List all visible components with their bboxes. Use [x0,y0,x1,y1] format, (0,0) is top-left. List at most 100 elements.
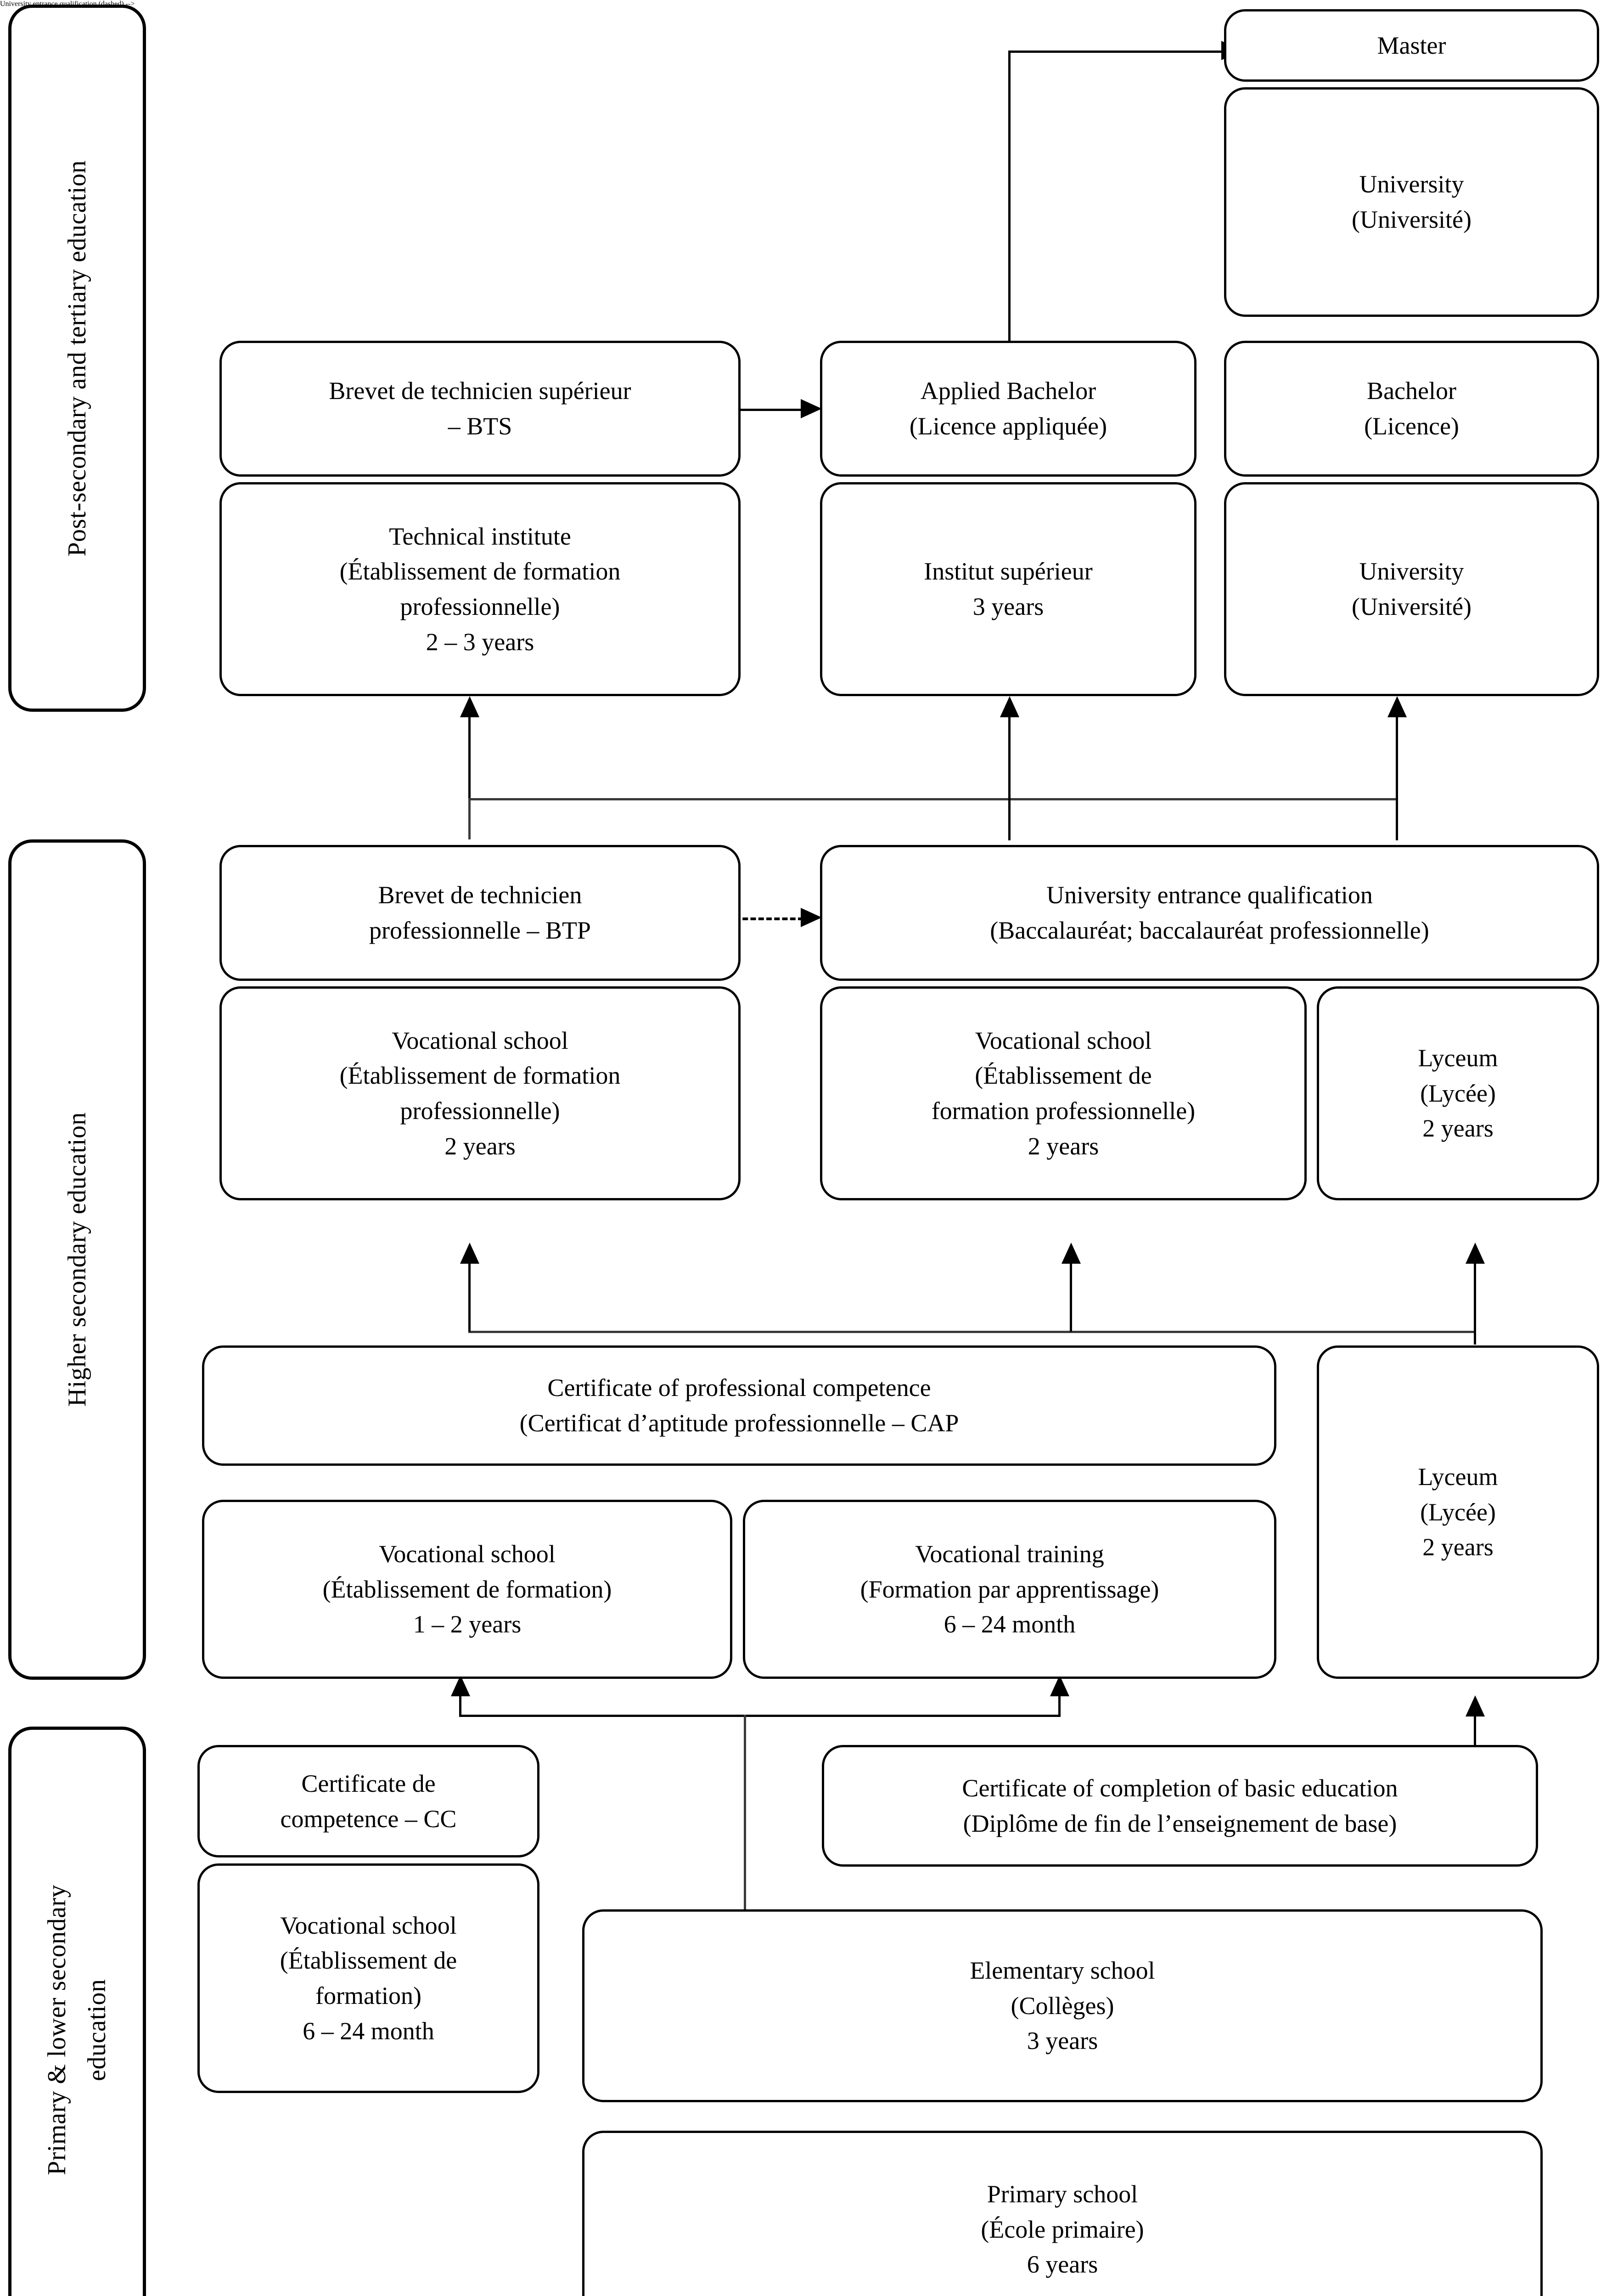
connector-to-lyceum-2y-upper [1474,1263,1476,1332]
node-lyceum-upper-line-1: Lyceum [1418,1044,1498,1072]
node-vocational-school-2y-mid[interactable]: Vocational school (Établissement de form… [820,986,1307,1200]
node-lyceum-upper-line-2: (Lycée) [1420,1079,1496,1107]
node-elementary-line-3: 3 years [1027,2027,1098,2055]
node-primary-line-1: Primary school [987,2180,1138,2208]
stage-label-higher-secondary: Higher secondary education [62,1112,91,1407]
node-voc-training-line-1: Vocational training [915,1540,1104,1568]
node-institut-superieur-line-1: Institut supérieur [924,557,1093,585]
node-institut-superieur[interactable]: Institut supérieur 3 years [820,482,1196,696]
connector-to-voc-school-2y-mid [1070,1263,1072,1332]
node-bts-line-2: – BTS [448,412,512,440]
node-btp-line-2: professionnelle – BTP [369,917,591,944]
node-voc-school-cc-line-3: formation) [315,1982,421,2009]
connector-elementary-to-bus [744,1715,746,1963]
stage-primary-lower-secondary: Primary & lower secondary education [8,1727,146,2296]
arrowhead-bts-to-applied-bachelor [801,399,822,418]
connector-to-voc-training [1058,1694,1061,1716]
node-voc-school-cc-line-2: (Établissement de [280,1947,457,1975]
connector-to-voc-school-1-2y [459,1694,461,1716]
arrowhead-basic-cert-to-lyceum [1466,1695,1485,1716]
node-institut-superieur-line-2: 3 years [972,593,1044,620]
connector-bts-to-applied-bachelor [739,409,803,411]
connector-lyceum-lower-to-upper [1474,1331,1476,1345]
connector-applied-bachelor-up [1008,51,1011,354]
node-master-line-1: Master [1377,31,1446,59]
node-voc-school-2y-mid-line-1: Vocational school [975,1026,1152,1054]
connector-btp-to-entrance-qualification [735,917,803,920]
node-bachelor-line-1: Bachelor [1367,377,1456,405]
arrowhead-voc-school-2y-mid [1062,1243,1081,1264]
node-voc-school-1-2y-line-2: (Établissement de formation) [322,1575,612,1603]
node-technical-institute-line-1: Technical institute [389,522,571,550]
arrowhead-voc-school-2y-left [460,1243,479,1264]
node-voc-school-2y-left-line-3: professionnelle) [400,1097,560,1125]
node-elementary-line-2: (Collèges) [1011,1992,1114,2020]
node-elementary-line-1: Elementary school [970,1956,1155,1984]
node-technical-institute-line-3: professionnelle) [400,593,560,620]
node-bts[interactable]: Brevet de technicien supérieur – BTS [219,341,741,477]
node-cap[interactable]: Certificate of professional competence (… [202,1345,1276,1466]
node-basic-cert-line-2: (Diplôme de fin de l’enseignement de bas… [963,1809,1397,1837]
node-vocational-training[interactable]: Vocational training (Formation par appre… [743,1500,1276,1679]
node-applied-bachelor[interactable]: Applied Bachelor (Licence appliquée) [820,341,1196,477]
connector-bus-basic-to-cap [459,1715,1061,1717]
node-cc-line-1: Certificate de [301,1769,436,1797]
stage-label-primary-lower-secondary: Primary & lower secondary education [43,1884,111,2175]
node-bachelor-line-2: (Licence) [1364,412,1459,440]
arrowhead-institut-superieur [1000,696,1019,717]
node-voc-school-cc-line-4: 6 – 24 month [303,2017,434,2045]
connector-to-technical-institute [468,716,471,799]
node-university-bottom[interactable]: University (Université) [1224,482,1599,696]
node-primary-line-3: 6 years [1027,2251,1098,2279]
node-university-entrance-qualification[interactable]: University entrance qualification (Bacca… [820,845,1599,981]
node-voc-school-cc-line-1: Vocational school [280,1911,457,1939]
node-vocational-school-cc[interactable]: Vocational school (Établissement de form… [197,1863,539,2093]
node-university-top-line-2: (Université) [1352,206,1472,233]
node-uni-entrance-line-2: (Baccalauréat; baccalauréat professionne… [990,917,1429,944]
node-voc-training-line-2: (Formation par apprentissage) [860,1575,1159,1603]
node-applied-bachelor-line-1: Applied Bachelor [920,377,1096,405]
arrowhead-technical-institute [460,696,479,717]
node-lyceum-2y-upper[interactable]: Lyceum (Lycée) 2 years [1317,986,1599,1200]
node-btp-line-1: Brevet de technicien [378,881,582,909]
arrowhead-btp-to-entrance-qualification [801,908,822,927]
node-university-bottom-line-2: (Université) [1352,593,1472,620]
node-bachelor[interactable]: Bachelor (Licence) [1224,341,1599,477]
node-technical-institute-line-4: 2 – 3 years [426,628,534,656]
node-btp[interactable]: Brevet de technicien professionnelle – B… [219,845,741,981]
node-technical-institute[interactable]: Technical institute (Établissement de fo… [219,482,741,696]
connector-to-institut-superieur [1008,716,1011,840]
node-elementary-school[interactable]: Elementary school (Collèges) 3 years [582,1909,1543,2102]
node-vocational-school-1-2y[interactable]: Vocational school (Établissement de form… [202,1500,732,1679]
node-voc-school-1-2y-line-1: Vocational school [379,1540,556,1568]
node-certificate-de-competence[interactable]: Certificate de competence – CC [197,1745,539,1857]
arrowhead-university-bottom [1387,696,1407,717]
connector-to-university-bottom [1396,716,1398,840]
node-voc-school-2y-mid-line-4: 2 years [1028,1132,1099,1160]
node-university-top-line-1: University [1359,170,1464,198]
node-master[interactable]: Master [1224,9,1599,82]
node-lyceum-2y-lower[interactable]: Lyceum (Lycée) 2 years [1317,1345,1599,1679]
node-voc-school-2y-mid-line-2: (Établissement de [975,1062,1152,1090]
node-lyceum-lower-line-3: 2 years [1422,1533,1494,1561]
arrowhead-lyceum-2y-upper [1466,1243,1485,1264]
node-voc-school-2y-left-line-1: Vocational school [392,1026,568,1054]
node-cc-line-2: competence – CC [280,1805,457,1833]
node-vocational-school-2y-left[interactable]: Vocational school (Établissement de form… [219,986,741,1200]
node-primary-school[interactable]: Primary school (École primaire) 6 years [582,2131,1543,2296]
node-lyceum-lower-line-1: Lyceum [1418,1463,1498,1491]
node-basic-cert-line-1: Certificate of completion of basic educa… [962,1774,1398,1802]
node-technical-institute-line-2: (Établissement de formation [339,557,621,585]
node-applied-bachelor-line-2: (Licence appliquée) [909,412,1107,440]
node-uni-entrance-line-1: University entrance qualification [1046,881,1373,909]
node-basic-education-certificate[interactable]: Certificate of completion of basic educa… [822,1745,1538,1867]
node-university-bottom-line-1: University [1359,557,1464,585]
node-university-top[interactable]: University (Université) [1224,87,1599,317]
connector-btp-stem [468,798,471,839]
node-voc-training-line-3: 6 – 24 month [944,1610,1076,1638]
stage-label-post-secondary: Post-secondary and tertiary education [62,160,91,557]
connector-bus-cap-to-secondary [468,1331,1476,1333]
node-lyceum-upper-line-3: 2 years [1422,1114,1494,1142]
connector-bus-secondary-to-tertiary [468,798,1398,800]
